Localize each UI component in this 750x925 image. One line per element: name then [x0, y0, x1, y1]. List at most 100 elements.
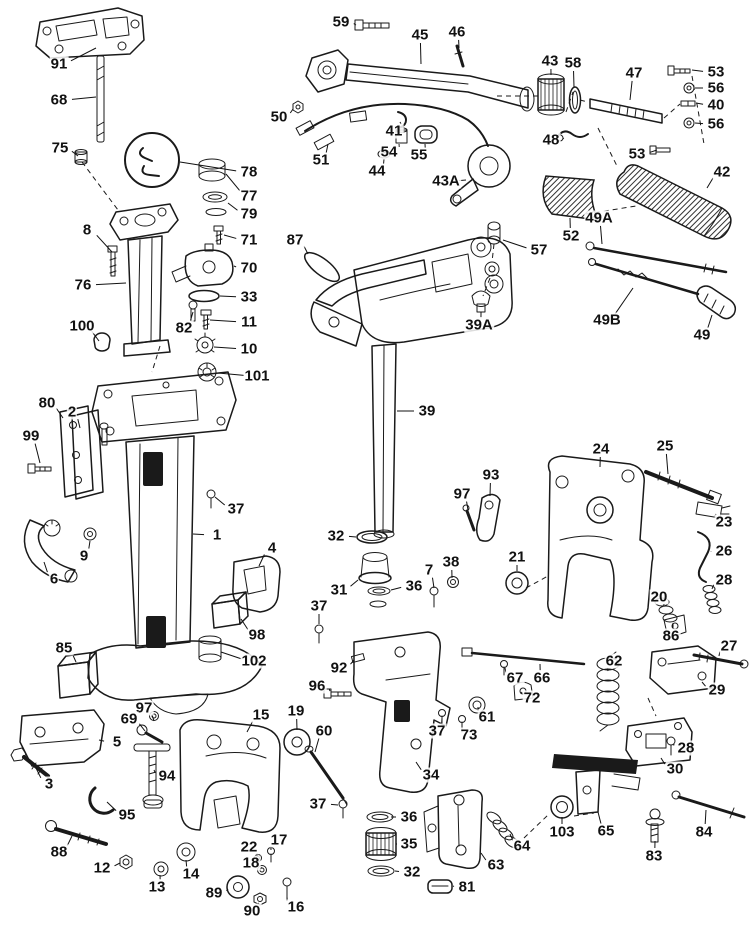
bracket-5: [19, 709, 105, 767]
leader-line-18: [259, 867, 263, 870]
bushing-21: [505, 571, 529, 595]
washer-36a: [367, 586, 391, 596]
screw-73: [458, 715, 466, 733]
screw-37c: [314, 624, 324, 644]
pin-46: [454, 44, 465, 68]
leader-line-31: [350, 579, 359, 587]
bushing-61: [468, 696, 486, 714]
leader-line-20: [662, 603, 666, 606]
leader-line-59: [353, 23, 357, 26]
grommet: [74, 149, 88, 165]
leader-line-80: [56, 408, 64, 419]
mount-85: [57, 651, 99, 699]
throttle-shaft-47: [589, 98, 663, 124]
star-nut-10: [194, 332, 216, 354]
nut-90: [253, 892, 267, 906]
leader-line-37: [214, 496, 226, 506]
bushing-43: [537, 73, 565, 116]
leader-line-28: [711, 584, 715, 590]
link-pin-97b: [462, 504, 476, 532]
washer-22: [254, 854, 262, 862]
leader-line-50: [289, 108, 294, 114]
block-98: [211, 591, 249, 629]
spring-62: [596, 651, 620, 732]
washer-14: [176, 842, 196, 862]
leader-line-1: [192, 533, 205, 536]
ring-small: [369, 600, 387, 608]
grommet-55: [414, 125, 438, 144]
tiller-arm: [305, 49, 535, 112]
stern-clamp-bracket: [179, 718, 281, 833]
washer-97a: [149, 711, 159, 721]
nut-12: [119, 854, 133, 870]
leader-line-63: [480, 852, 487, 861]
leader-line-25: [665, 453, 669, 475]
leader-line-48: [562, 137, 565, 140]
washer-89: [226, 875, 250, 899]
link-rods-49: [585, 241, 737, 320]
leader-line-95: [106, 801, 117, 812]
washer-13: [153, 861, 169, 877]
leader-line-49A: [599, 225, 603, 245]
leader-line-69: [139, 723, 146, 732]
leader-line-49B: [614, 287, 634, 315]
fitting-23: [695, 501, 731, 519]
lock-rod-66: [461, 647, 586, 666]
bracket-65: [552, 754, 641, 815]
leader-line-60: [314, 738, 320, 753]
bushings-57: [484, 221, 501, 277]
leader-line-11: [209, 319, 237, 323]
leader-line-2: [77, 419, 81, 429]
leader-line-29: [701, 681, 706, 687]
leader-line-43A: [458, 179, 467, 182]
nut-50: [292, 100, 304, 114]
pin-40: [680, 100, 696, 107]
alignment-lines: [81, 75, 705, 839]
leader-line-65: [597, 811, 602, 824]
screw-71: [213, 225, 224, 245]
swivel-bracket-39: [310, 236, 513, 539]
washer-38: [447, 576, 459, 588]
leader-line-87: [303, 245, 309, 255]
leader-line-100: [91, 330, 100, 342]
leader-line-8: [96, 234, 113, 253]
leader-line-71: [223, 234, 237, 239]
screw-28b: [666, 736, 676, 756]
leader-line-99: [34, 443, 41, 464]
leader-line-14: [185, 859, 188, 867]
bolt-67: [500, 660, 508, 676]
leader-line-4: [258, 554, 265, 567]
bracket-63: [423, 789, 484, 870]
bolt-25: [644, 470, 722, 505]
leader-line-53: [691, 69, 704, 72]
bolt-96: [323, 688, 352, 699]
leader-line-88: [66, 835, 73, 847]
steering-bracket-34: [352, 631, 451, 793]
screw-11: [200, 309, 212, 330]
leader-line-91: [70, 47, 97, 62]
lever-93: [476, 493, 501, 542]
oring-32a: [356, 530, 388, 544]
bracket-86: [663, 614, 687, 639]
pin-92: [350, 653, 366, 663]
star-washer-101: [197, 362, 217, 382]
bracket-30: [625, 717, 693, 767]
oring-32b: [367, 865, 395, 877]
spacer-54: [395, 127, 408, 144]
leader-line-5: [98, 739, 105, 742]
leader-line-56: [694, 122, 704, 125]
spring-28a: [702, 585, 722, 614]
bolt-8: [107, 245, 118, 277]
leader-line-37: [330, 803, 339, 806]
leader-line-9: [88, 540, 91, 549]
screw-16: [282, 877, 292, 901]
washer-36b: [366, 811, 394, 823]
bushing-39A: [471, 290, 491, 313]
throttle-cam-43A: [449, 144, 511, 207]
leader-line-15: [246, 720, 254, 733]
leader-line-41: [399, 121, 402, 125]
leader-line-45: [419, 42, 422, 65]
spring-64: [486, 811, 520, 849]
